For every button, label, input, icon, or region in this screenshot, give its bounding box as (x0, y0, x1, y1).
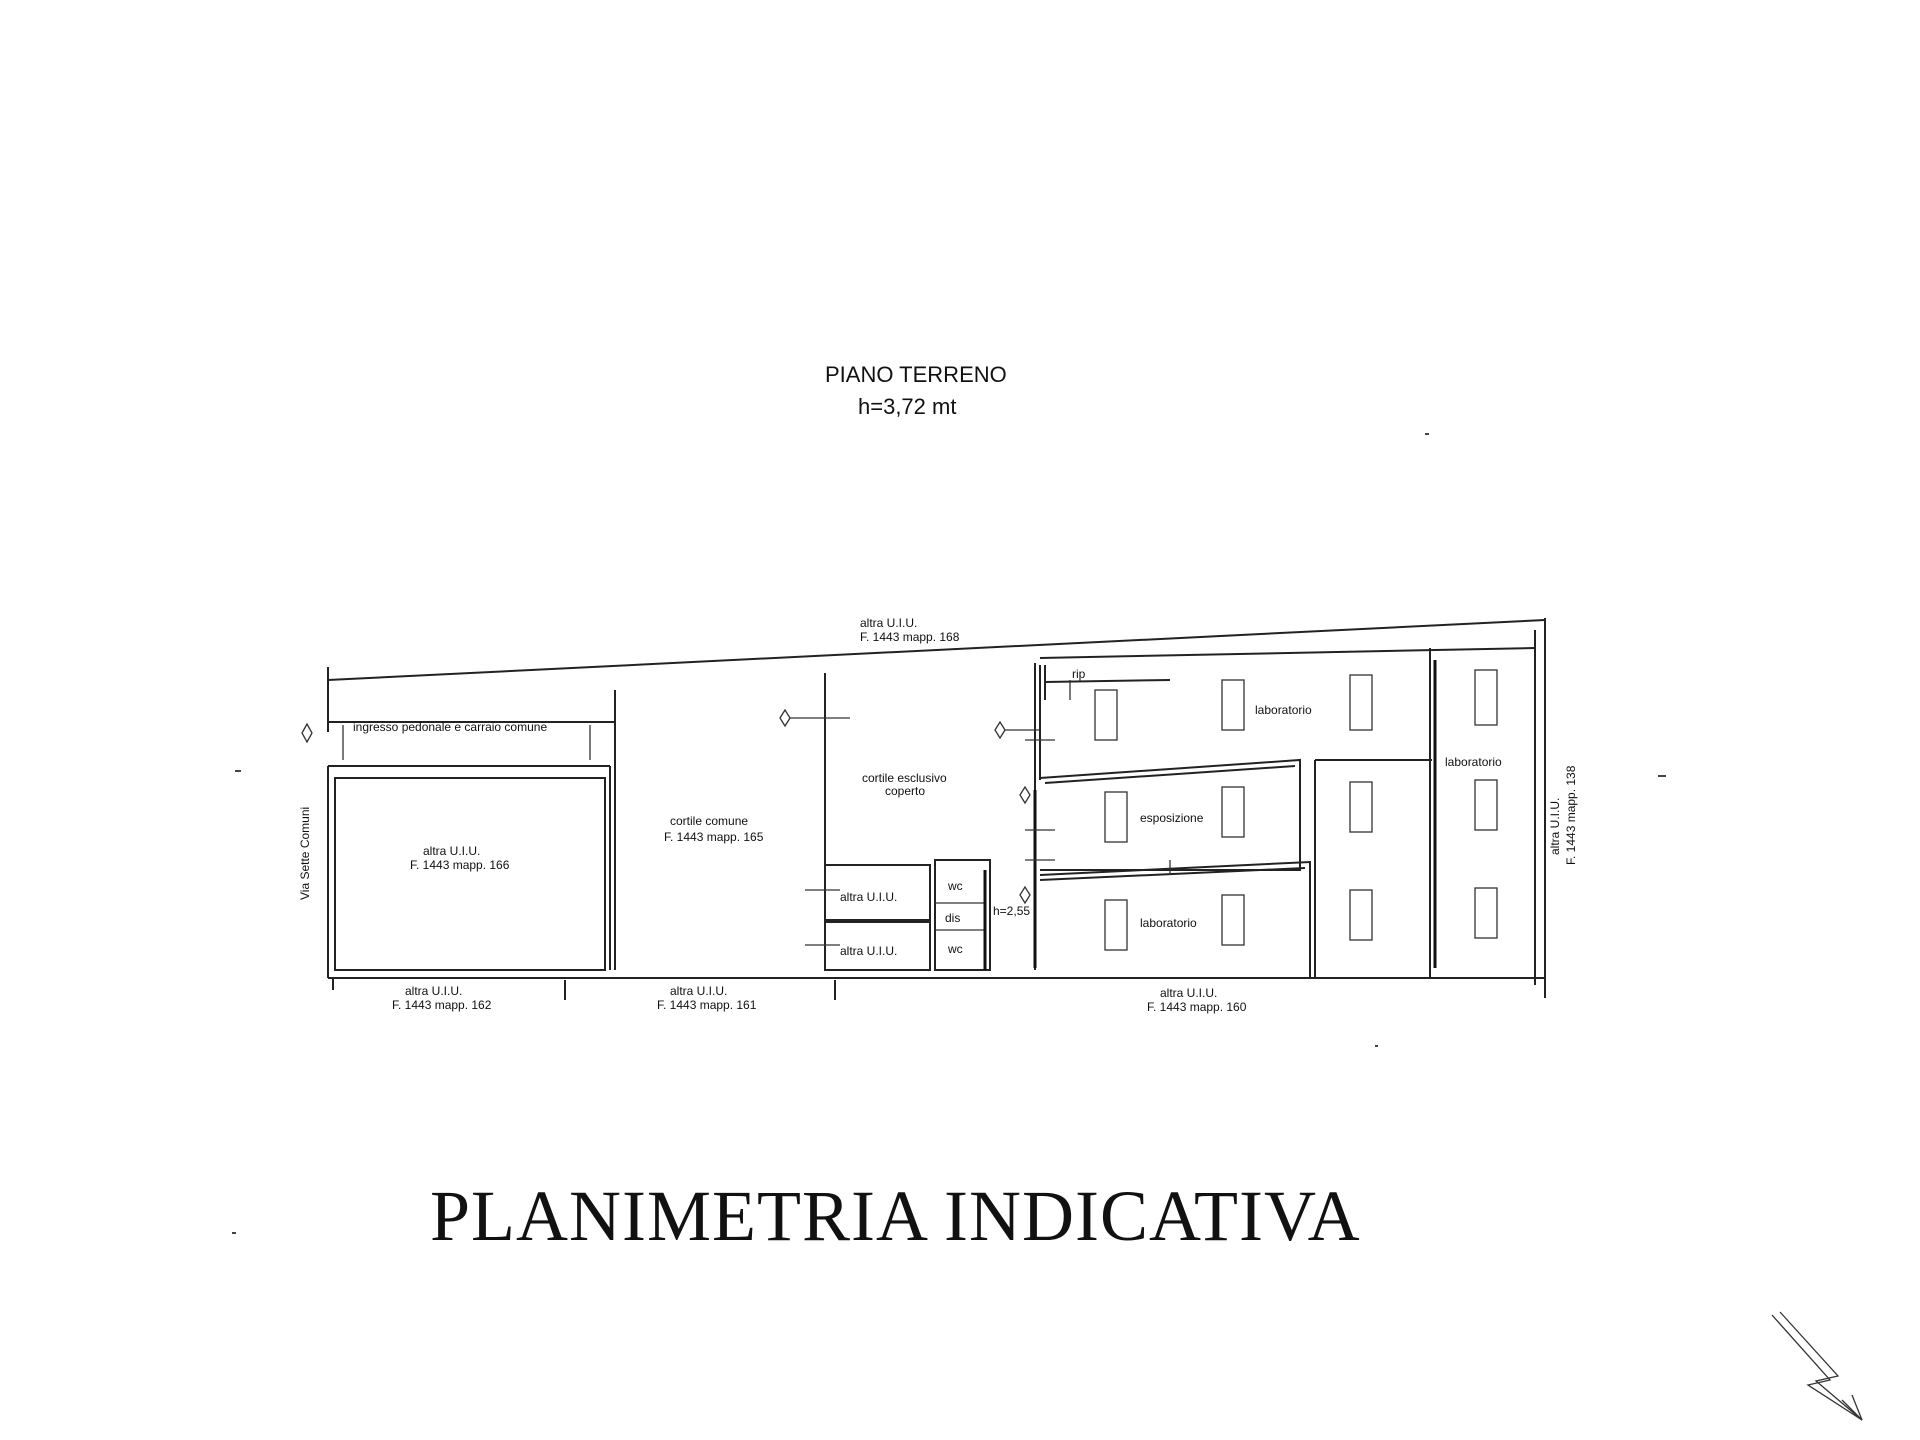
rip-label: rip (1072, 667, 1086, 681)
door-marker-icon (1019, 885, 1031, 905)
wc-2-label: wc (947, 942, 963, 956)
entrance-corridor (301, 690, 616, 970)
service-block (805, 859, 991, 971)
courtyard-label: cortile comune (670, 814, 748, 828)
dis-label: dis (945, 911, 960, 925)
covered-courtyard-sub: coperto (885, 784, 925, 798)
bottom-b-label: altra U.I.U. (670, 984, 727, 998)
small-uiu-b-label: altra U.I.U. (840, 944, 897, 958)
right-neighbor-ref: F. 1443 mapp. 138 (1564, 765, 1578, 865)
scan-marks (232, 433, 1666, 1234)
bottom-c-ref: F. 1443 mapp. 160 (1147, 1000, 1247, 1014)
courtyard-ref: F. 1443 mapp. 165 (664, 830, 764, 844)
street-label: Via Sette Comuni (298, 807, 312, 900)
lab-right-label: laboratorio (1445, 755, 1502, 769)
wc-1-label: wc (947, 879, 963, 893)
door-marker-icon (1019, 785, 1031, 805)
lab-bottom-label: laboratorio (1140, 916, 1197, 930)
bottom-a-ref: F. 1443 mapp. 162 (392, 998, 492, 1012)
building-outline (327, 618, 1546, 1000)
courtyard-area (779, 663, 1040, 970)
entrance-label: ingresso pedonale e carraio comune (353, 720, 547, 734)
right-neighbor-label: altra U.I.U. (1548, 798, 1562, 855)
planimetry-caption: PLANIMETRIA INDICATIVA (430, 1176, 1361, 1256)
left-block-label: altra U.I.U. (423, 844, 480, 858)
laboratory-complex (1019, 647, 1536, 978)
esposizione-label: esposizione (1140, 811, 1204, 825)
top-neighbor-ref: F. 1443 mapp. 168 (860, 630, 960, 644)
north-arrow-icon (1771, 1311, 1863, 1421)
small-uiu-a-label: altra U.I.U. (840, 890, 897, 904)
top-neighbor-label: altra U.I.U. (860, 616, 917, 630)
sub-height-label: h=2,55 (993, 904, 1030, 918)
lab-top-label: laboratorio (1255, 703, 1312, 717)
plan-height: h=3,72 mt (858, 394, 956, 419)
left-block-ref: F. 1443 mapp. 166 (410, 858, 510, 872)
bottom-a-label: altra U.I.U. (405, 984, 462, 998)
door-marker-icon (301, 722, 313, 744)
bottom-b-ref: F. 1443 mapp. 161 (657, 998, 757, 1012)
door-marker-icon (779, 708, 791, 728)
left-neighbor-block (334, 777, 606, 971)
plan-title: PIANO TERRENO (825, 362, 1007, 387)
covered-courtyard-label: cortile esclusivo (862, 771, 947, 785)
bottom-c-label: altra U.I.U. (1160, 986, 1217, 1000)
door-marker-icon (994, 720, 1006, 740)
